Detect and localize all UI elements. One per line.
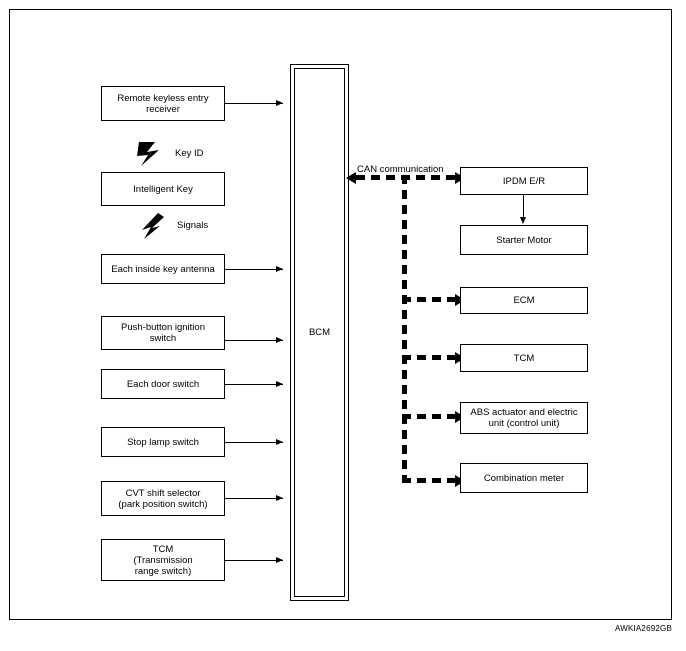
can-bus-vertical-trunk <box>402 175 407 483</box>
box-label: TCM (Transmission range switch) <box>133 543 193 577</box>
bcm-box: BCM <box>290 64 349 601</box>
arrow-line-door-switch <box>225 384 283 385</box>
box-label: IPDM E/R <box>502 175 546 187</box>
box-remote-keyless-entry-receiver: Remote keyless entry receiver <box>101 86 225 121</box>
signals-bolt-icon <box>142 213 164 239</box>
arrow-head-inside-key-antenna <box>276 266 283 272</box>
bcm-label: BCM <box>308 327 331 338</box>
box-label: Starter Motor <box>496 234 552 246</box>
key-id-bolt-icon <box>137 142 159 166</box>
box-label: ABS actuator and electric unit (control … <box>470 407 578 429</box>
box-ipdm-er: IPDM E/R <box>460 167 588 195</box>
box-label: CVT shift selector (park position switch… <box>118 487 208 510</box>
arrow-line-ipdm-to-starter <box>523 195 524 218</box>
arrow-head-remote-keyless <box>276 100 283 106</box>
arrow-head-cvt-shift <box>276 495 283 501</box>
box-combination-meter: Combination meter <box>460 463 588 493</box>
diagram-frame <box>9 9 672 620</box>
can-branch-combination-meter <box>402 478 464 483</box>
arrow-head-door-switch <box>276 381 283 387</box>
box-ecm: ECM <box>460 287 588 314</box>
bcm-inner-box: BCM <box>294 68 345 597</box>
box-each-inside-key-antenna: Each inside key antenna <box>101 254 225 284</box>
can-bus-arrow-to-bcm <box>346 171 356 184</box>
arrow-head-stop-lamp <box>276 439 283 445</box>
box-label: Push-button ignition switch <box>121 322 205 344</box>
can-branch-ecm <box>402 297 464 302</box>
box-label: Each door switch <box>126 378 200 390</box>
arrow-head-push-button <box>276 337 283 343</box>
box-label: Remote keyless entry receiver <box>117 92 209 115</box>
arrow-head-tcm-range <box>276 557 283 563</box>
can-bus-horizontal <box>356 175 466 180</box>
signals-label: Signals <box>177 220 209 231</box>
key-id-label: Key ID <box>175 148 204 159</box>
figure-code: AWKIA2692GB <box>614 624 672 633</box>
box-push-button-ignition-switch: Push-button ignition switch <box>101 316 225 350</box>
arrow-line-stop-lamp <box>225 442 283 443</box>
can-communication-label: CAN communication <box>357 164 444 175</box>
box-label: Stop lamp switch <box>127 436 199 448</box>
can-branch-tcm <box>402 355 464 360</box>
can-branch-abs <box>402 414 464 419</box>
box-tcm: TCM <box>460 344 588 372</box>
box-tcm-transmission-range-switch: TCM (Transmission range switch) <box>101 539 225 581</box>
box-label: Intelligent Key <box>133 183 193 195</box>
box-each-door-switch: Each door switch <box>101 369 225 399</box>
arrow-line-cvt-shift <box>225 498 283 499</box>
arrow-line-inside-key-antenna <box>225 269 283 270</box>
arrow-line-tcm-range <box>225 560 283 561</box>
box-stop-lamp-switch: Stop lamp switch <box>101 427 225 457</box>
box-label: TCM <box>513 352 535 364</box>
box-cvt-shift-selector: CVT shift selector (park position switch… <box>101 481 225 516</box>
box-label: Each inside key antenna <box>111 263 215 275</box>
arrow-line-remote-keyless <box>225 103 283 104</box>
box-starter-motor: Starter Motor <box>460 225 588 255</box>
arrow-line-push-button <box>225 340 283 341</box>
box-abs-actuator: ABS actuator and electric unit (control … <box>460 402 588 434</box>
box-intelligent-key: Intelligent Key <box>101 172 225 206</box>
arrow-head-ipdm-to-starter <box>520 217 526 224</box>
box-label: Combination meter <box>483 472 565 484</box>
box-label: ECM <box>513 295 535 306</box>
